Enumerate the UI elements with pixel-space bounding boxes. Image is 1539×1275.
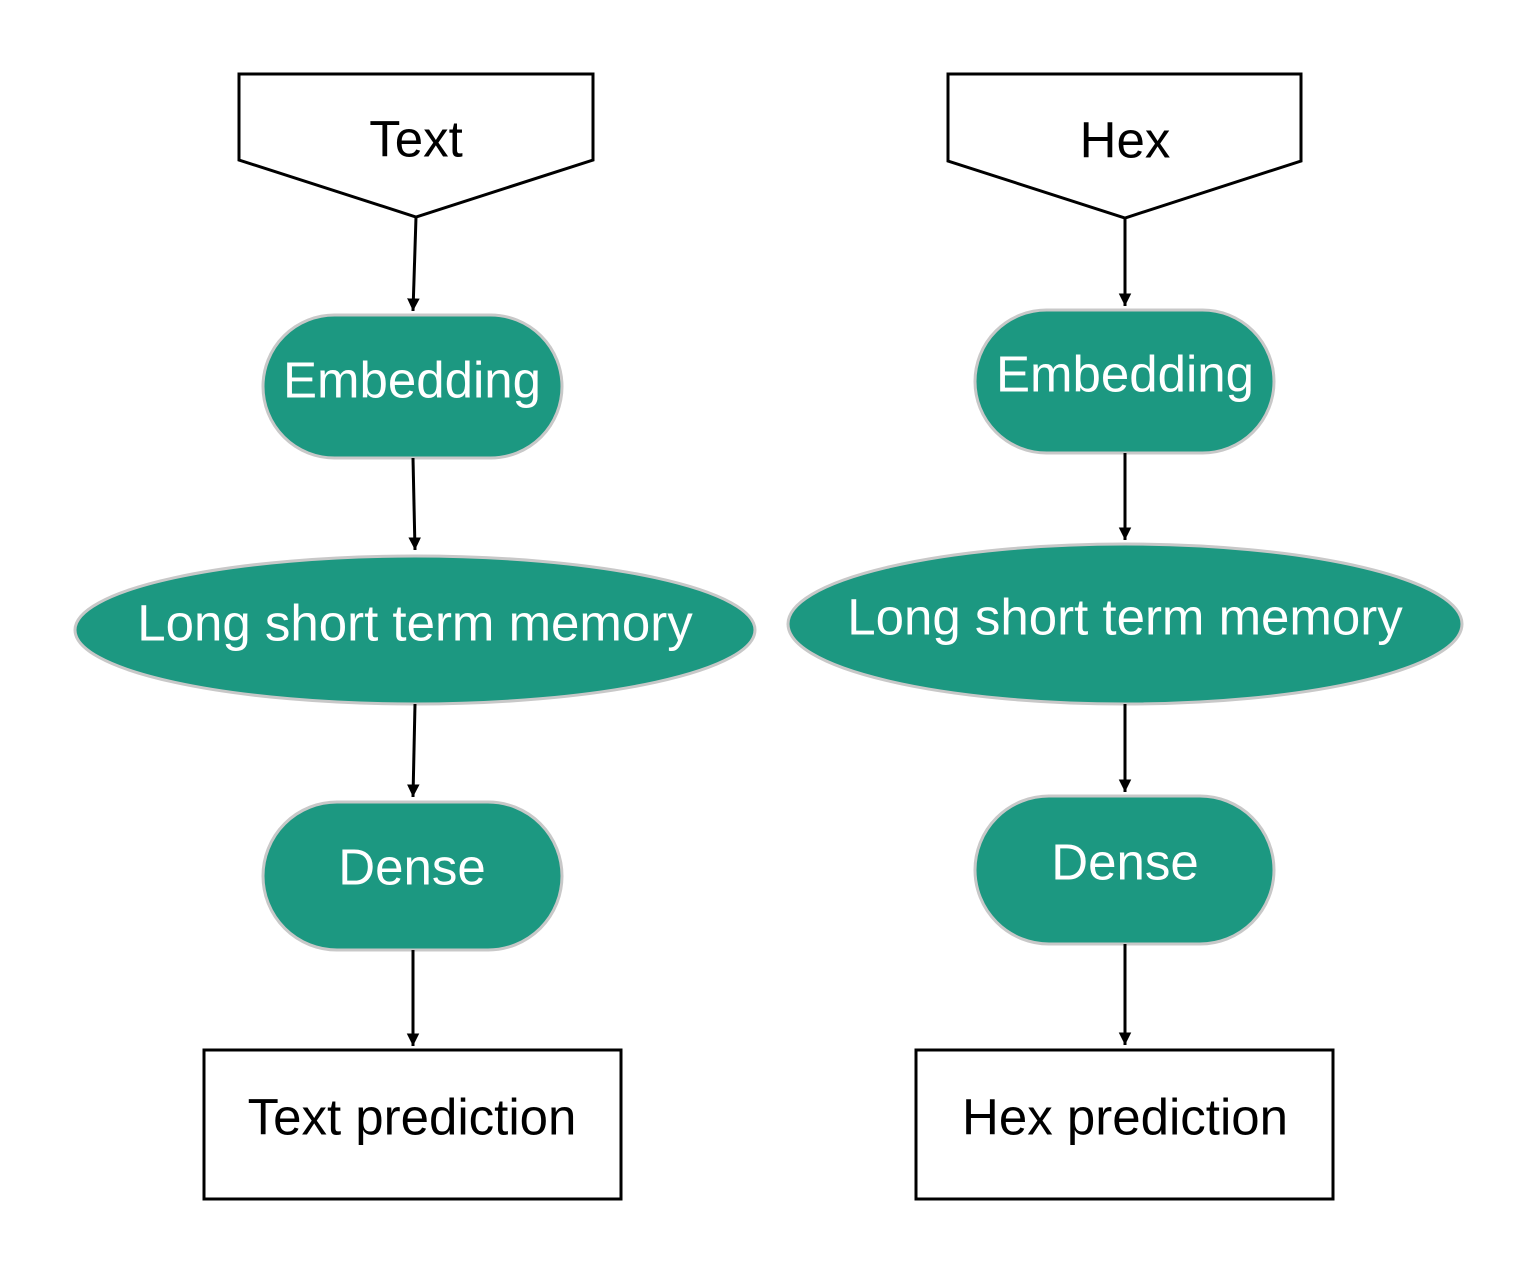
input-shape: [946, 72, 1303, 220]
pipeline-text: Text Embedding Long short term memory De…: [73, 72, 757, 1201]
output-label: Hex prediction: [962, 1089, 1288, 1146]
output-shape: [914, 1048, 1335, 1201]
dense-node: Dense: [261, 800, 564, 952]
embedding-shape: [261, 313, 564, 460]
lstm-node: Long short term memory: [786, 542, 1464, 706]
input-node-hex: Hex: [946, 72, 1303, 220]
dense-node: Dense: [973, 794, 1276, 946]
embedding-label: Embedding: [996, 346, 1254, 403]
lstm-label: Long short term memory: [847, 589, 1403, 646]
flow-arrow: [406, 703, 420, 798]
embedding-label: Embedding: [283, 352, 541, 409]
dense-label: Dense: [338, 839, 485, 896]
lstm-node: Long short term memory: [73, 554, 757, 706]
input-label: Hex: [1080, 112, 1171, 169]
flow-arrow: [408, 457, 422, 551]
output-label: Text prediction: [248, 1089, 577, 1146]
embedding-node: Embedding: [261, 313, 564, 460]
input-shape: [237, 72, 595, 219]
output-node-hex: Hex prediction: [914, 1048, 1335, 1201]
input-node-text: Text: [237, 72, 595, 219]
output-shape: [202, 1048, 623, 1201]
embedding-node: Embedding: [973, 308, 1276, 455]
pipeline-hex: Hex Embedding Long short term memory Den…: [786, 72, 1464, 1201]
lstm-label: Long short term memory: [137, 595, 693, 652]
output-node-text: Text prediction: [202, 1048, 623, 1201]
dense-label: Dense: [1051, 834, 1198, 891]
flow-arrow: [407, 216, 420, 312]
input-label: Text: [369, 111, 463, 168]
